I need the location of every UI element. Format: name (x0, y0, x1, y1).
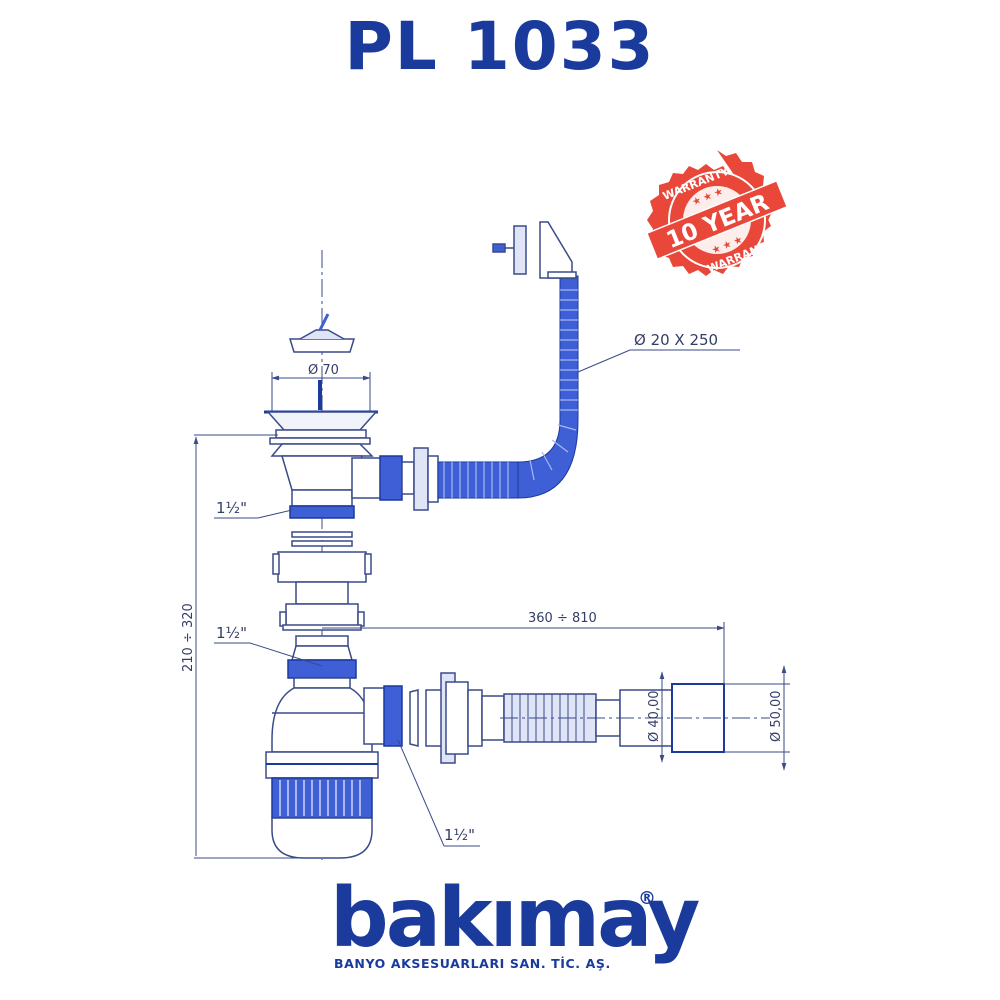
middle-couplings (272, 531, 372, 679)
thread-label-middle: 1½" (214, 624, 323, 667)
outlet-small-diameter-label: Ø 40,00 (647, 690, 662, 742)
overflow-hose-label: Ø 20 X 250 (634, 331, 718, 349)
product-code-title: PL 1033 (344, 8, 656, 85)
height-range-label: 210 ÷ 320 (181, 603, 196, 672)
strainer-body (264, 380, 378, 519)
overflow-connector (351, 447, 439, 511)
outlet-large-diameter-label: Ø 50,00 (769, 690, 784, 742)
strainer-diameter-label: Ø 70 (308, 363, 339, 378)
overflow-hose (437, 275, 579, 499)
length-dimension: 360 ÷ 810 (322, 611, 725, 684)
corrugated-drain-pipe (500, 683, 770, 753)
height-dimension: 210 ÷ 320 (181, 434, 300, 859)
brand-logo: bakımay (330, 871, 700, 966)
svg-text:1½": 1½" (444, 826, 475, 844)
svg-text:1½": 1½" (216, 499, 247, 517)
length-range-label: 360 ÷ 810 (528, 611, 597, 626)
thread-label-upper: 1½" (214, 499, 293, 519)
bottle-trap (265, 677, 379, 859)
svg-text:1½": 1½" (216, 624, 247, 642)
warranty-badge: 10 YEAR ★ ★ ★ ★ ★ ★ WARRANTY WARRANTY (645, 150, 789, 276)
stopper-plug (288, 313, 356, 353)
trap-outlet (363, 672, 505, 764)
registered-mark: ® (638, 888, 656, 909)
brand-tagline: BANYO AKSESUARLARI SAN. TİC. AŞ. (334, 956, 611, 971)
overflow-hose-dimension: Ø 20 X 250 (577, 331, 740, 373)
overflow-head (492, 221, 577, 279)
strainer-dimension: Ø 70 (271, 363, 371, 412)
thread-label-side: 1½" (397, 739, 480, 847)
outlet-diameter-dimensions: Ø 40,00 Ø 50,00 (647, 665, 790, 771)
